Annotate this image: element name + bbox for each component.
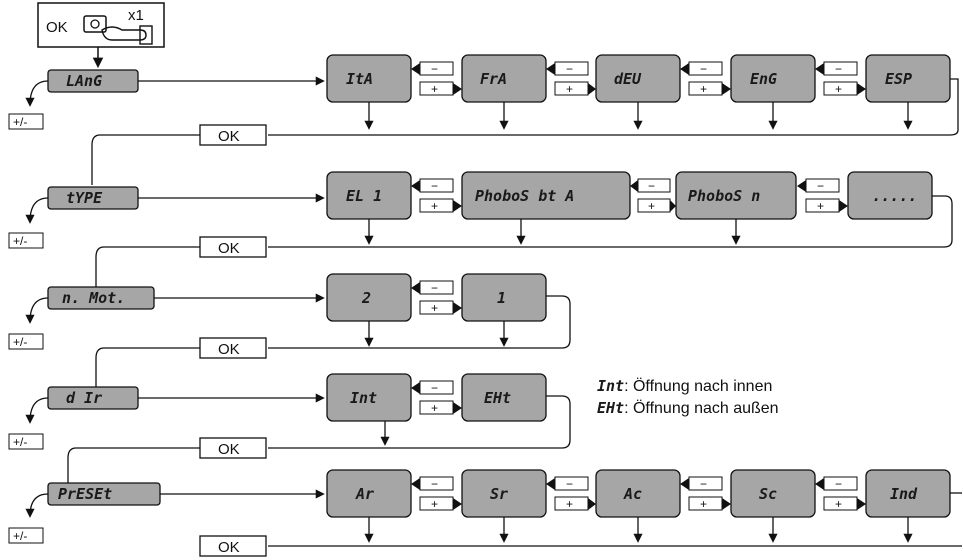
svg-text:−: −: [431, 381, 438, 395]
option-text: 2: [361, 289, 371, 307]
toggle-button[interactable]: [8, 527, 44, 544]
toggle-button[interactable]: [8, 333, 44, 350]
menu-row-direction: d Ir +/- Int EHt − + OK Int: Öffnung nac…: [8, 373, 779, 483]
toggle-label: +/-: [13, 335, 27, 349]
option-text: Ac: [623, 485, 642, 503]
toggle-label: +/-: [13, 115, 27, 129]
option-text: PhoboS n: [688, 187, 760, 205]
stepper: − +: [797, 178, 848, 213]
svg-text:+: +: [431, 199, 438, 213]
option-text: PhoboS bt A: [475, 187, 574, 205]
header-instruction: OK x1: [37, 2, 165, 48]
stepper: − +: [815, 476, 866, 511]
svg-text:−: −: [431, 179, 438, 193]
svg-text:+: +: [431, 301, 438, 315]
legend-code: Int: [597, 377, 624, 395]
legend-code: EHt: [597, 399, 624, 417]
svg-text:−: −: [431, 477, 438, 491]
toggle-button[interactable]: [8, 232, 44, 249]
menu-code-text: n. Mot.: [62, 289, 125, 307]
option-text: Ar: [355, 485, 374, 503]
stepper: − +: [411, 380, 462, 415]
stepper: − +: [411, 476, 462, 511]
confirm-ok-label: OK: [218, 128, 240, 145]
press-button-icon: [83, 15, 153, 45]
stepper: − +: [411, 280, 462, 315]
direction-legend: Int: Öffnung nach innen EHt: Öffnung nac…: [597, 377, 779, 417]
svg-text:+: +: [648, 199, 655, 213]
svg-text:+: +: [700, 82, 707, 96]
svg-text:+: +: [566, 497, 573, 511]
svg-text:+: +: [431, 497, 438, 511]
svg-text:−: −: [431, 62, 438, 76]
option-box[interactable]: [461, 171, 631, 220]
option-text: EL 1: [346, 187, 382, 205]
svg-text:−: −: [566, 62, 573, 76]
option-text: .....: [872, 187, 917, 205]
legend-line: EHt: Öffnung nach außen: [597, 399, 779, 417]
svg-text:−: −: [835, 62, 842, 76]
svg-text:−: −: [566, 477, 573, 491]
option-box[interactable]: [326, 373, 412, 422]
svg-text:+: +: [817, 199, 824, 213]
option-text: Sc: [759, 485, 777, 503]
menu-row-preset: PrESEt +/- Ar Sr Ac Sc Ind − + − +: [8, 469, 962, 557]
stepper: − +: [546, 476, 596, 511]
repeat-count-label: x1: [128, 7, 144, 24]
svg-text:+: +: [835, 82, 842, 96]
svg-text:−: −: [835, 477, 842, 491]
header-ok-label: OK: [46, 19, 68, 36]
option-text: Int: [350, 389, 377, 407]
confirm-ok-label: OK: [218, 341, 240, 358]
menu-code-text: LAnG: [66, 72, 102, 90]
svg-text:+: +: [700, 497, 707, 511]
toggle-label: +/-: [13, 234, 27, 248]
svg-text:+: +: [431, 401, 438, 415]
stepper: − +: [815, 61, 866, 96]
toggle-button[interactable]: [8, 113, 44, 130]
option-text: 1: [497, 289, 506, 307]
confirm-ok-label: OK: [218, 441, 240, 458]
menu-row-type: tYPE +/- EL 1 PhoboS bt A PhoboS n .....…: [8, 171, 953, 287]
stepper: − +: [630, 178, 676, 213]
option-text: EHt: [484, 389, 511, 407]
option-text: Sr: [490, 485, 508, 503]
menu-row-motor-count: n. Mot. +/- 2 1 − + OK: [8, 273, 571, 387]
option-text: dEU: [614, 70, 642, 88]
option-text: EnG: [750, 70, 777, 88]
confirm-ok-box[interactable]: [199, 535, 267, 557]
menu-code-text: PrESEt: [58, 485, 112, 503]
svg-text:−: −: [700, 62, 707, 76]
confirm-ok-label: OK: [218, 539, 240, 556]
svg-text:−: −: [817, 179, 824, 193]
stepper: − +: [411, 61, 462, 96]
stepper: − +: [680, 476, 731, 511]
stepper: − +: [411, 178, 462, 213]
stepper: − +: [680, 61, 731, 96]
svg-text:−: −: [431, 281, 438, 295]
svg-text:−: −: [700, 477, 707, 491]
option-box[interactable]: [461, 373, 547, 422]
stepper: − +: [546, 61, 596, 96]
option-text: FrA: [480, 70, 507, 88]
legend-text: : Öffnung nach innen: [624, 377, 772, 395]
menu-row-language: LAnG +/- ItA FrA dEU EnG ESP − + − +: [8, 54, 959, 185]
menu-code-text: tYPE: [66, 189, 103, 207]
option-text: ESP: [885, 70, 912, 88]
svg-text:+: +: [835, 497, 842, 511]
toggle-label: +/-: [13, 529, 27, 543]
legend-text: : Öffnung nach außen: [624, 399, 778, 417]
svg-text:−: −: [648, 179, 655, 193]
option-text: ItA: [346, 70, 373, 88]
confirm-ok-label: OK: [218, 240, 240, 257]
legend-line: Int: Öffnung nach innen: [597, 377, 772, 395]
option-text: Ind: [890, 485, 918, 503]
toggle-label: +/-: [13, 435, 27, 449]
toggle-button[interactable]: [8, 433, 44, 450]
svg-text:+: +: [431, 82, 438, 96]
menu-code-text: d Ir: [66, 389, 102, 407]
svg-text:+: +: [566, 82, 573, 96]
